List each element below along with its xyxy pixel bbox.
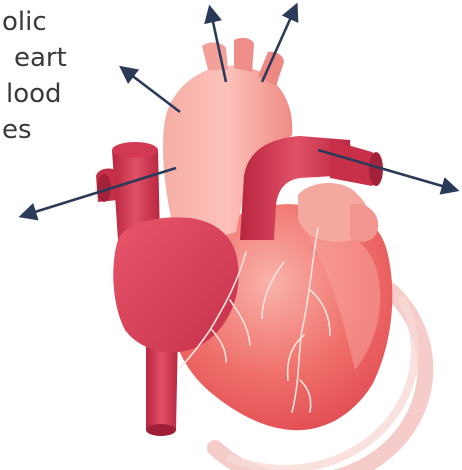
brachiocephalic-artery <box>202 42 228 70</box>
svc-opening <box>112 142 158 158</box>
ivc-opening <box>146 424 176 436</box>
arrow-up-left <box>122 68 180 112</box>
left-auricle <box>350 204 378 242</box>
left-carotid-artery <box>234 38 254 72</box>
